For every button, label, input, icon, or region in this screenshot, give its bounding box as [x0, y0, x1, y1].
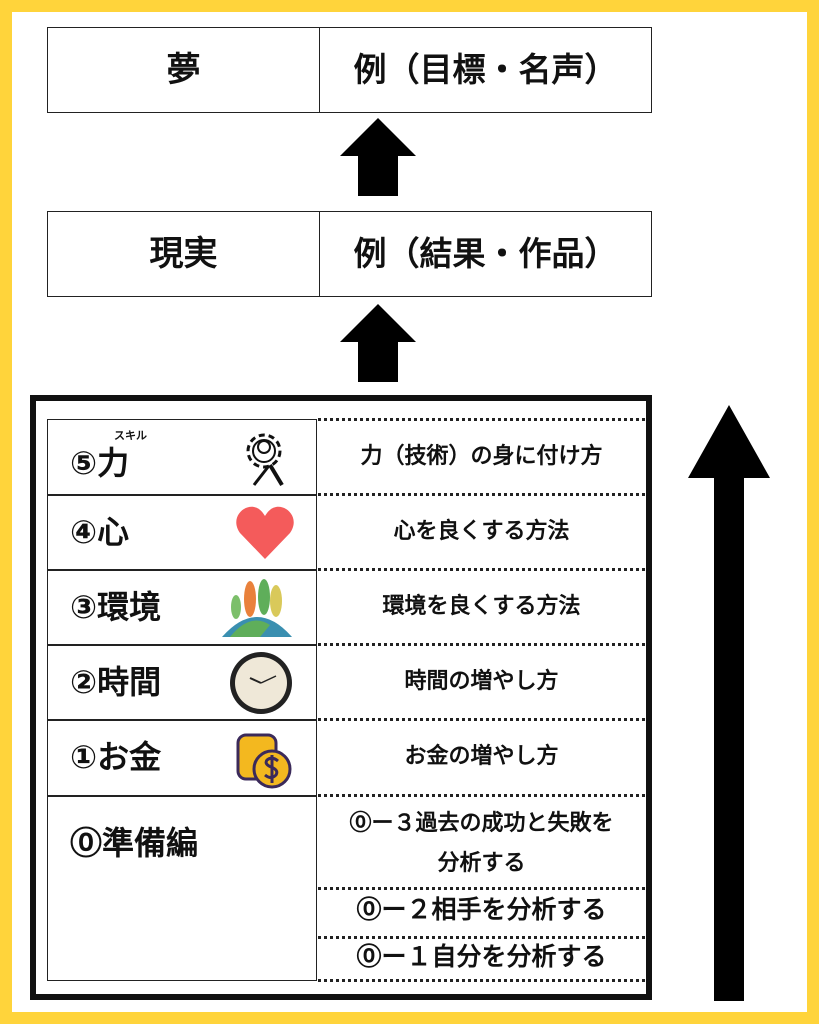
level-desc: 心を良くする方法 [393, 518, 570, 543]
divider [318, 568, 645, 571]
prep-item-3-cont: 分析する [437, 850, 526, 875]
level-heart: ④心 [47, 494, 317, 571]
earth-nature-icon [222, 578, 292, 637]
prep-item-1: ⓪ー１自分を分析する [356, 943, 607, 971]
clock-icon [230, 651, 292, 714]
coins-icon [236, 733, 292, 789]
up-arrow-icon [340, 118, 416, 196]
level-label: ②時間 [70, 663, 162, 700]
level-prep: ⓪準備編 [47, 795, 317, 981]
divider [318, 936, 645, 939]
level-skill: スキル ⑤力 [47, 419, 317, 496]
ruby-text: スキル [114, 429, 147, 442]
prep-item-2: ⓪ー２相手を分析する [356, 896, 607, 924]
dream-box: 夢 例（目標・名声） [47, 27, 652, 113]
steps-box [30, 395, 652, 1000]
divider [318, 418, 645, 421]
reality-example: 例（結果・作品） [353, 235, 618, 273]
reality-box: 現実 例（結果・作品） [47, 211, 652, 297]
level-desc: 力（技術）の身に付け方 [360, 443, 603, 468]
divider [318, 643, 645, 646]
level-label: ③環境 [70, 588, 162, 625]
level-time: ②時間 [47, 644, 317, 721]
level-desc: お金の増やし方 [404, 743, 559, 768]
dream-example: 例（目標・名声） [353, 51, 618, 89]
big-up-arrow-icon [688, 405, 770, 1001]
level-label: ④心 [70, 513, 130, 550]
divider [318, 794, 645, 797]
divider [318, 979, 645, 982]
level-label: ⓪準備編 [70, 825, 199, 861]
divider [318, 493, 645, 496]
reality-label: 現実 [48, 212, 320, 296]
divider [318, 887, 645, 890]
level-desc: 環境を良くする方法 [382, 593, 581, 618]
level-desc: 時間の増やし方 [404, 668, 559, 693]
level-label: ①お金 [70, 739, 162, 776]
divider [318, 718, 645, 721]
dream-label: 夢 [48, 28, 320, 112]
heart-icon [236, 506, 294, 559]
prep-item-3: ⓪ー３過去の成功と失敗を [349, 810, 614, 835]
gear-wrench-pencil-icon [246, 433, 284, 486]
level-environment: ③環境 [47, 569, 317, 646]
level-label: ⑤力 [70, 444, 130, 481]
up-arrow-icon [340, 304, 416, 382]
level-money: ①お金 [47, 719, 317, 797]
